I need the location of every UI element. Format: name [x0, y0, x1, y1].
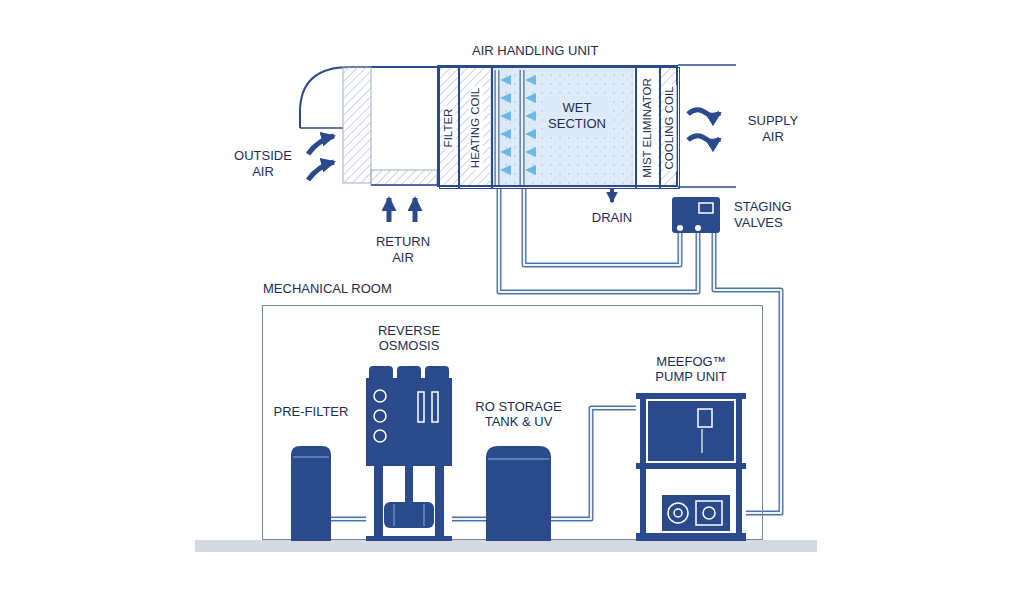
node-label: REVERSE OSMOSIS	[372, 323, 446, 354]
water-pipe	[551, 408, 636, 519]
ro-storage-tank-drawing	[486, 446, 551, 541]
spray-nozzle	[500, 129, 511, 139]
spray-manifold	[495, 70, 500, 187]
mechanical-room: MECHANICAL ROOMPRE-FILTERREVERSE OSMOSIS…	[262, 305, 763, 540]
wet-section: WET SECTION	[492, 67, 636, 189]
reverse-osmosis-unit-drawing	[366, 366, 452, 541]
supply-duct-top	[678, 64, 736, 66]
cooling-coil: COOLING COIL	[660, 67, 680, 189]
staging-valve-box: STAGING VALVES	[672, 197, 720, 233]
filter-section: FILTER	[439, 67, 459, 189]
filter-hatch	[437, 65, 457, 187]
spray-nozzle	[500, 75, 511, 85]
return-air-louver	[371, 170, 437, 185]
pump-unit: MEEFOG™ PUMP UNIT	[636, 393, 746, 541]
ro-storage-tank: RO STORAGE TANK & UV	[486, 446, 551, 541]
spray-nozzle	[525, 165, 536, 175]
node-label: HEATING COIL	[469, 86, 482, 170]
spray-nozzle	[525, 129, 536, 139]
drain-arrow	[610, 188, 614, 202]
spray-nozzle	[500, 111, 511, 121]
node-label: MIST ELIMINATOR	[641, 76, 654, 180]
wet-section-fill	[490, 65, 634, 187]
wet-section-texture	[490, 65, 634, 187]
water-pipe	[331, 519, 366, 520]
node-label: FILTER	[442, 107, 455, 150]
spray-nozzle	[525, 93, 536, 103]
spray-nozzle	[500, 147, 511, 157]
water-pipe	[452, 519, 486, 520]
heating-coil: HEATING COIL	[459, 67, 492, 189]
node-label: RO STORAGE TANK & UV	[473, 399, 565, 430]
air-handling-unit: AIR HANDLING UNITFILTERHEATING COILWET S…	[437, 65, 678, 187]
heating-coil-hatch	[457, 65, 490, 187]
spray-nozzle	[500, 93, 511, 103]
air-label: SUPPLY AIR	[740, 113, 806, 144]
reverse-osmosis-unit: REVERSE OSMOSIS	[366, 366, 452, 541]
return-air-arrow	[387, 198, 392, 222]
outside-air-arrow	[308, 136, 334, 154]
spray-nozzle	[525, 111, 536, 121]
pre-filter-vessel-drawing	[291, 446, 331, 541]
node-label: STAGING VALVES	[734, 199, 802, 230]
water-pipe	[524, 189, 680, 265]
supply-air-arrow	[688, 110, 720, 116]
inlet-hood-lip	[300, 127, 343, 129]
spray-manifold	[520, 70, 525, 187]
water-pipe	[499, 189, 698, 292]
node-label: AIR HANDLING UNIT	[472, 43, 598, 59]
spray-manifold	[521, 70, 523, 187]
node-label: MECHANICAL ROOM	[263, 281, 392, 297]
spray-nozzle	[525, 75, 536, 85]
supply-air-arrow	[688, 136, 720, 142]
outside-air-arrow	[308, 162, 334, 180]
outside-air-louver	[343, 67, 371, 183]
spray-nozzle	[525, 147, 536, 157]
node-label: WET SECTION	[543, 100, 611, 131]
inlet-bottom	[371, 184, 437, 186]
spray-nozzles	[500, 75, 536, 175]
air-label: OUTSIDE AIR	[230, 148, 296, 179]
node-label: COOLING COIL	[663, 84, 676, 171]
staging-valve-box-drawing	[672, 197, 720, 233]
spray-manifold	[496, 70, 498, 187]
return-air-arrow	[413, 198, 418, 222]
mist-eliminator: MIST ELIMINATOR	[636, 67, 660, 189]
spray-nozzle	[500, 165, 511, 175]
node-label: PRE-FILTER	[266, 404, 356, 420]
pump-unit-drawing	[636, 393, 746, 541]
air-label: DRAIN	[589, 210, 635, 226]
pre-filter-vessel: PRE-FILTER	[291, 446, 331, 541]
floor-bar	[195, 540, 817, 552]
supply-duct-bottom	[678, 186, 736, 188]
cooling-coil-hatch	[658, 65, 678, 187]
air-label: RETURN AIR	[370, 234, 436, 265]
node-label: MEEFOG™ PUMP UNIT	[648, 354, 734, 385]
